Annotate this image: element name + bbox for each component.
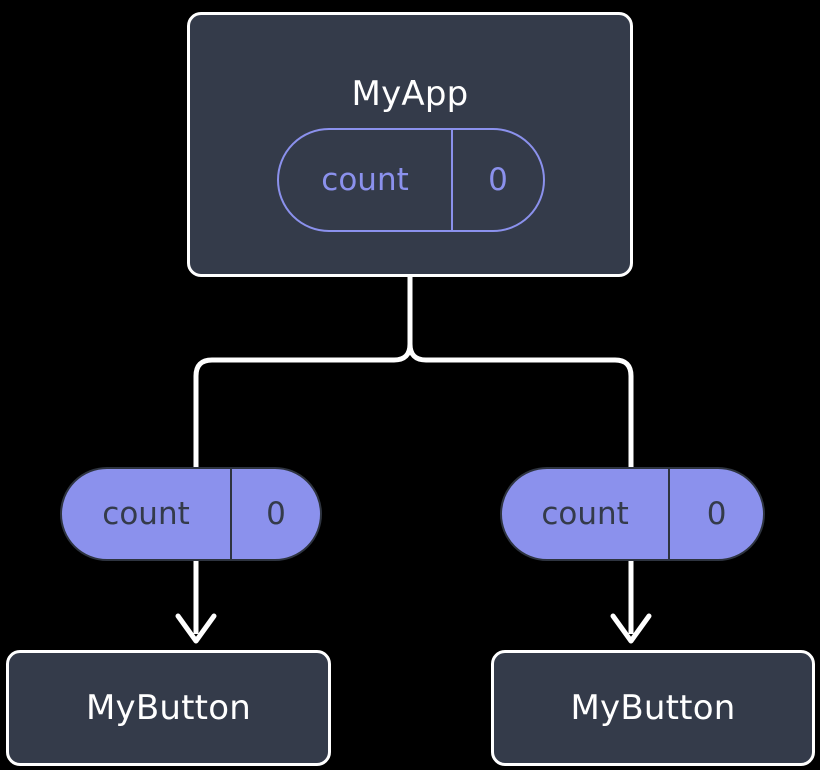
state-key-left: count <box>102 496 190 532</box>
component-node-child-right[interactable]: MyButton <box>491 650 815 766</box>
state-key-root: count <box>321 162 409 198</box>
state-value-right: 0 <box>668 469 763 559</box>
arrowhead-right-icon <box>610 613 652 644</box>
state-value-root: 0 <box>451 130 543 230</box>
state-key-right: count <box>541 496 629 532</box>
arrowhead-left-icon <box>175 613 217 644</box>
component-name-child-right: MyButton <box>570 688 736 728</box>
state-pill-right[interactable]: count 0 <box>500 467 765 561</box>
component-name-child-left: MyButton <box>86 688 251 728</box>
state-pill-left[interactable]: count 0 <box>60 467 322 561</box>
state-pill-root[interactable]: count 0 <box>277 128 545 232</box>
component-node-child-left[interactable]: MyButton <box>6 650 331 766</box>
component-node-root[interactable]: MyApp <box>187 12 633 277</box>
edge-root-to-left-state <box>193 274 413 470</box>
edge-root-to-right-state <box>407 274 634 470</box>
component-name-root: MyApp <box>351 74 469 114</box>
state-value-left: 0 <box>230 469 320 559</box>
